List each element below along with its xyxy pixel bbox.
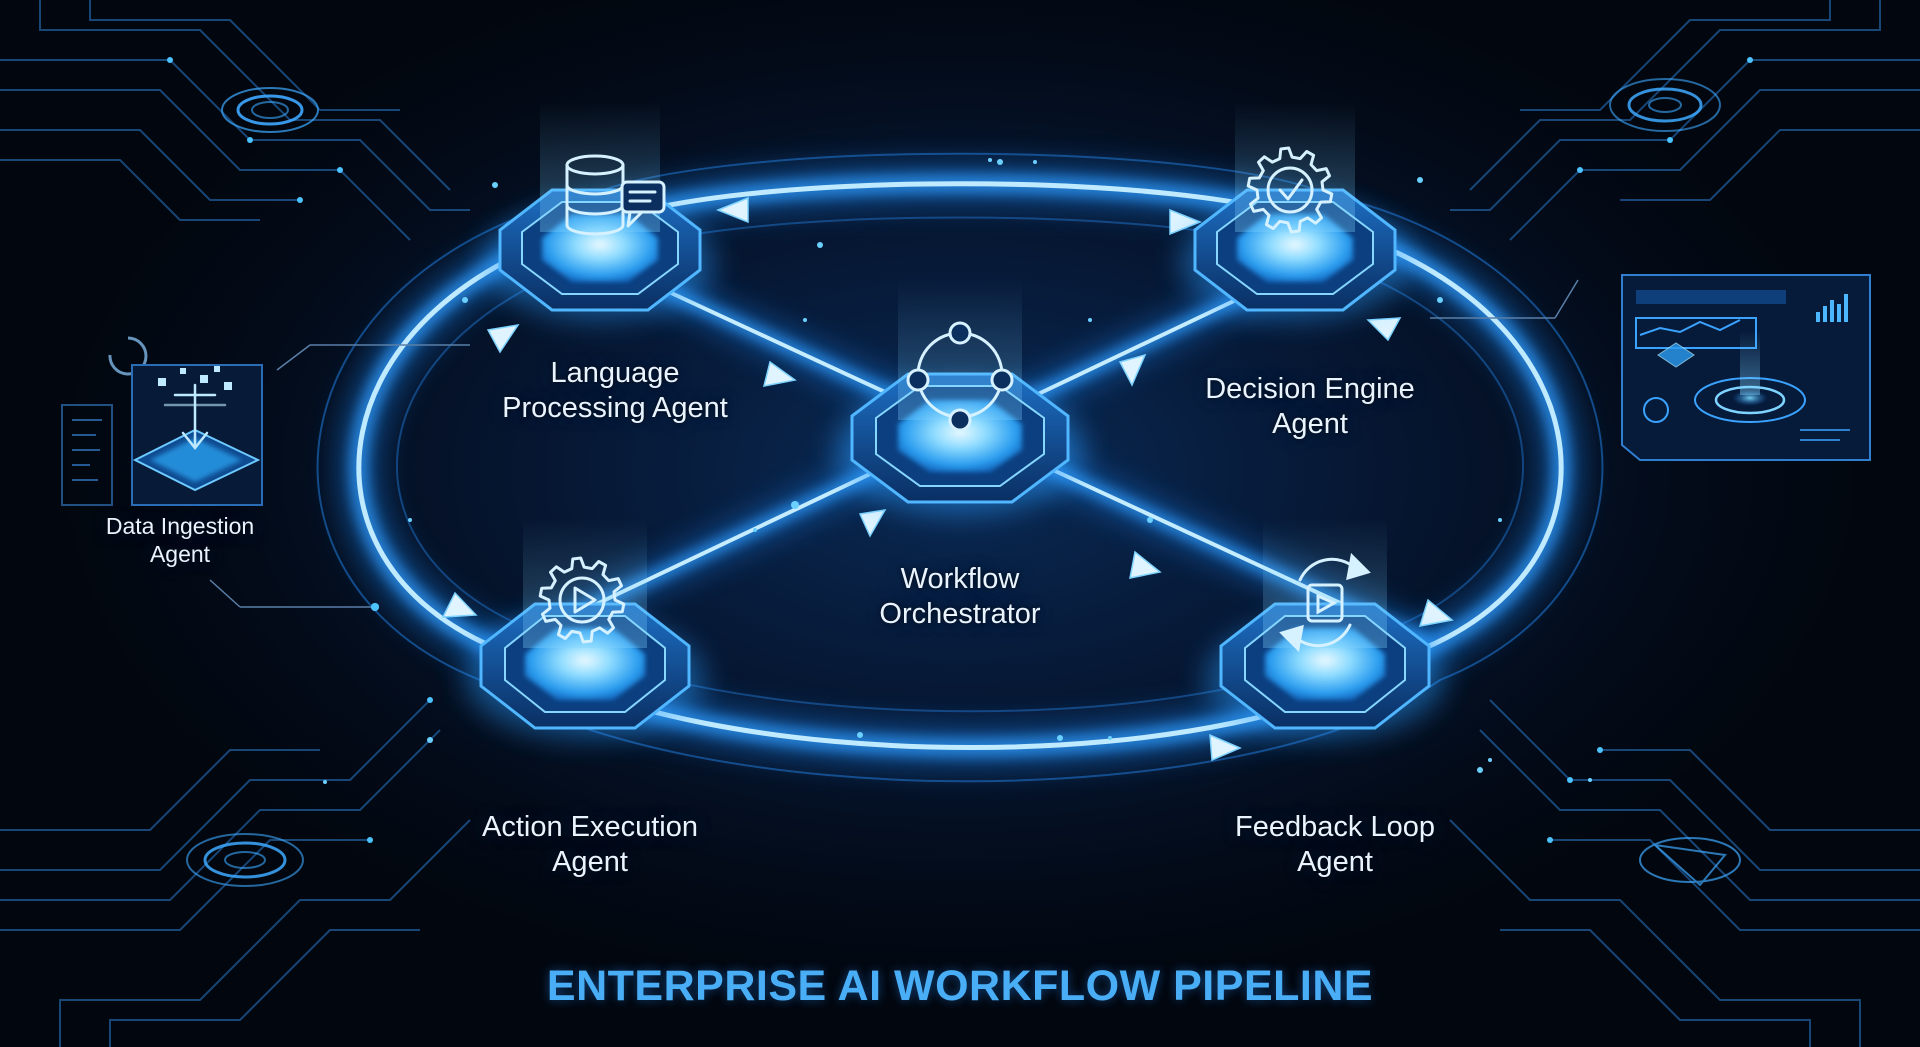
arrow-cross-3	[858, 509, 887, 538]
page-title: ENTERPRISE AI WORKFLOW PIPELINE	[546, 962, 1374, 1010]
label-ingestion-line1: Data Ingestion	[105, 513, 255, 539]
arrow-right-down	[1418, 598, 1454, 627]
node-platform-decision	[1180, 102, 1410, 320]
label-orchestrator-line1: Workflow	[900, 563, 1020, 595]
corner-hud-ring-top-right	[1609, 78, 1721, 132]
arrow-cross-2	[1118, 353, 1147, 387]
node-platform-action	[465, 518, 705, 738]
label-action-line2: Agent	[552, 846, 628, 879]
label-feedback-line2: Agent	[1297, 846, 1373, 879]
label-orchestrator-line2: Orchestrator	[879, 598, 1041, 631]
corner-hud-ring-top-left	[221, 87, 319, 133]
arrow-right-up	[1366, 317, 1402, 342]
label-workflow-orchestrator: Workflow Orchestrator	[810, 562, 1110, 633]
node-platform-orchestrator	[835, 280, 1085, 514]
gear-play-icon	[538, 556, 626, 644]
orbit-network-icon	[906, 321, 1014, 432]
arrow-cross-1	[762, 360, 797, 387]
node-platform-language	[485, 102, 715, 320]
arrow-bottom	[1209, 733, 1242, 762]
arrow-top-left	[715, 196, 749, 224]
corner-hud-ring-bottom-right	[1639, 837, 1741, 887]
refresh-cycle-icon	[1279, 552, 1371, 653]
label-action-execution: Action Execution Agent	[420, 810, 760, 881]
label-ingestion-line2: Agent	[149, 541, 211, 568]
label-decision-engine: Decision Engine Agent	[1150, 372, 1470, 443]
database-chat-icon	[565, 154, 666, 236]
arrow-left-up	[486, 323, 520, 354]
arrow-top-right	[1169, 208, 1203, 236]
analytics-dashboard-icon	[1430, 274, 1871, 461]
label-feedback-loop: Feedback Loop Agent	[1170, 810, 1500, 881]
data-ingestion-panel	[61, 336, 470, 611]
node-platform-feedback	[1205, 518, 1445, 738]
label-language-line1: Language	[550, 357, 680, 389]
label-data-ingestion: Data Ingestion Agent	[75, 512, 285, 568]
corner-hud-ring-bottom-left	[186, 833, 304, 887]
label-decision-line2: Agent	[1272, 408, 1348, 441]
label-feedback-line1: Feedback Loop	[1235, 811, 1435, 843]
label-action-line1: Action Execution	[481, 811, 698, 843]
gear-check-icon	[1246, 146, 1334, 234]
label-language-line2: Processing Agent	[502, 392, 728, 425]
label-decision-line1: Decision Engine	[1205, 373, 1415, 405]
arrow-left-down	[441, 591, 478, 618]
circuit-nodes	[167, 57, 1753, 843]
flow-arrows	[441, 196, 1454, 762]
arrow-cross-4	[1129, 550, 1162, 579]
label-language-processing: Language Processing Agent	[445, 356, 785, 427]
